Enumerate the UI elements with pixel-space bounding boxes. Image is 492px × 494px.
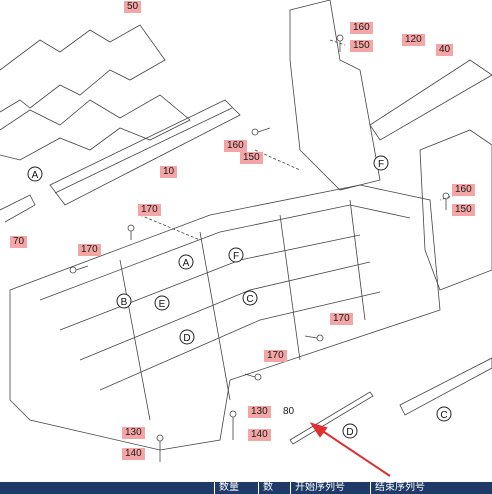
view-letter-marker: C: [242, 290, 258, 306]
view-letter-marker: D: [179, 329, 195, 345]
svg-text:B: B: [121, 297, 128, 308]
part-number-label: 140: [248, 429, 271, 441]
view-letter-marker: A: [178, 254, 194, 270]
part-number-label: 170: [78, 244, 101, 256]
part-number-label: 80: [283, 406, 295, 417]
parts-table-header: 数量 数 开始序列号 结束序列号: [0, 482, 492, 494]
part-number-label: 150: [452, 204, 475, 216]
svg-text:D: D: [346, 427, 353, 438]
rail-10: [49, 99, 241, 206]
part-number-label: 50: [124, 1, 142, 13]
view-letter-marker: D: [342, 423, 358, 439]
view-letter-marker: F: [228, 247, 244, 263]
view-letter-marker: E: [154, 295, 170, 311]
part-number-label: 120: [402, 34, 425, 46]
svg-text:F: F: [378, 159, 384, 170]
svg-text:F: F: [233, 251, 239, 262]
part-number-label: 150: [350, 40, 373, 52]
svg-text:C: C: [440, 410, 447, 421]
view-letter-marker: F: [373, 155, 389, 171]
exploded-parts-diagram: A A B C C D D E F F: [0, 0, 492, 477]
view-letter-marker: A: [27, 166, 43, 182]
cover-panel-top: [0, 24, 166, 113]
part-number-label: 160: [452, 184, 475, 196]
column-header-start-serial: 开始序列号: [290, 482, 371, 494]
part-number-label: 160: [224, 140, 247, 152]
part-number-label: 170: [264, 350, 287, 362]
part-number-label: 130: [248, 406, 271, 418]
rod-80: [289, 391, 374, 445]
screw-icons: [69, 34, 450, 462]
part-number-label: 150: [240, 152, 263, 164]
svg-text:A: A: [183, 258, 190, 269]
part-number-label: 130: [122, 427, 145, 439]
part-number-label: 40: [436, 44, 454, 56]
column-header-count: 数: [258, 482, 291, 494]
svg-text:E: E: [159, 299, 166, 310]
part-number-label: 140: [122, 448, 145, 460]
view-letter-marker: C: [436, 406, 452, 422]
part-number-label: 170: [138, 204, 161, 216]
part-number-label: 160: [350, 22, 373, 34]
column-header-end-serial: 结束序列号: [370, 482, 492, 494]
svg-text:C: C: [246, 294, 253, 305]
side-plate-right: [419, 129, 492, 291]
svg-text:D: D: [183, 333, 190, 344]
main-frame: [9, 184, 441, 451]
angle-40: [369, 59, 492, 141]
part-number-label: 70: [10, 236, 28, 248]
column-header-quantity: 数量: [214, 482, 259, 494]
svg-text:A: A: [32, 170, 39, 181]
view-letter-marker: B: [116, 293, 132, 309]
rail-right: [399, 357, 492, 416]
part-number-label: 170: [330, 313, 353, 325]
cover-panel-lower: [0, 94, 191, 161]
side-frame-upper: [289, 0, 381, 191]
part-number-label: 10: [160, 166, 178, 178]
bracket-70: [0, 194, 36, 223]
